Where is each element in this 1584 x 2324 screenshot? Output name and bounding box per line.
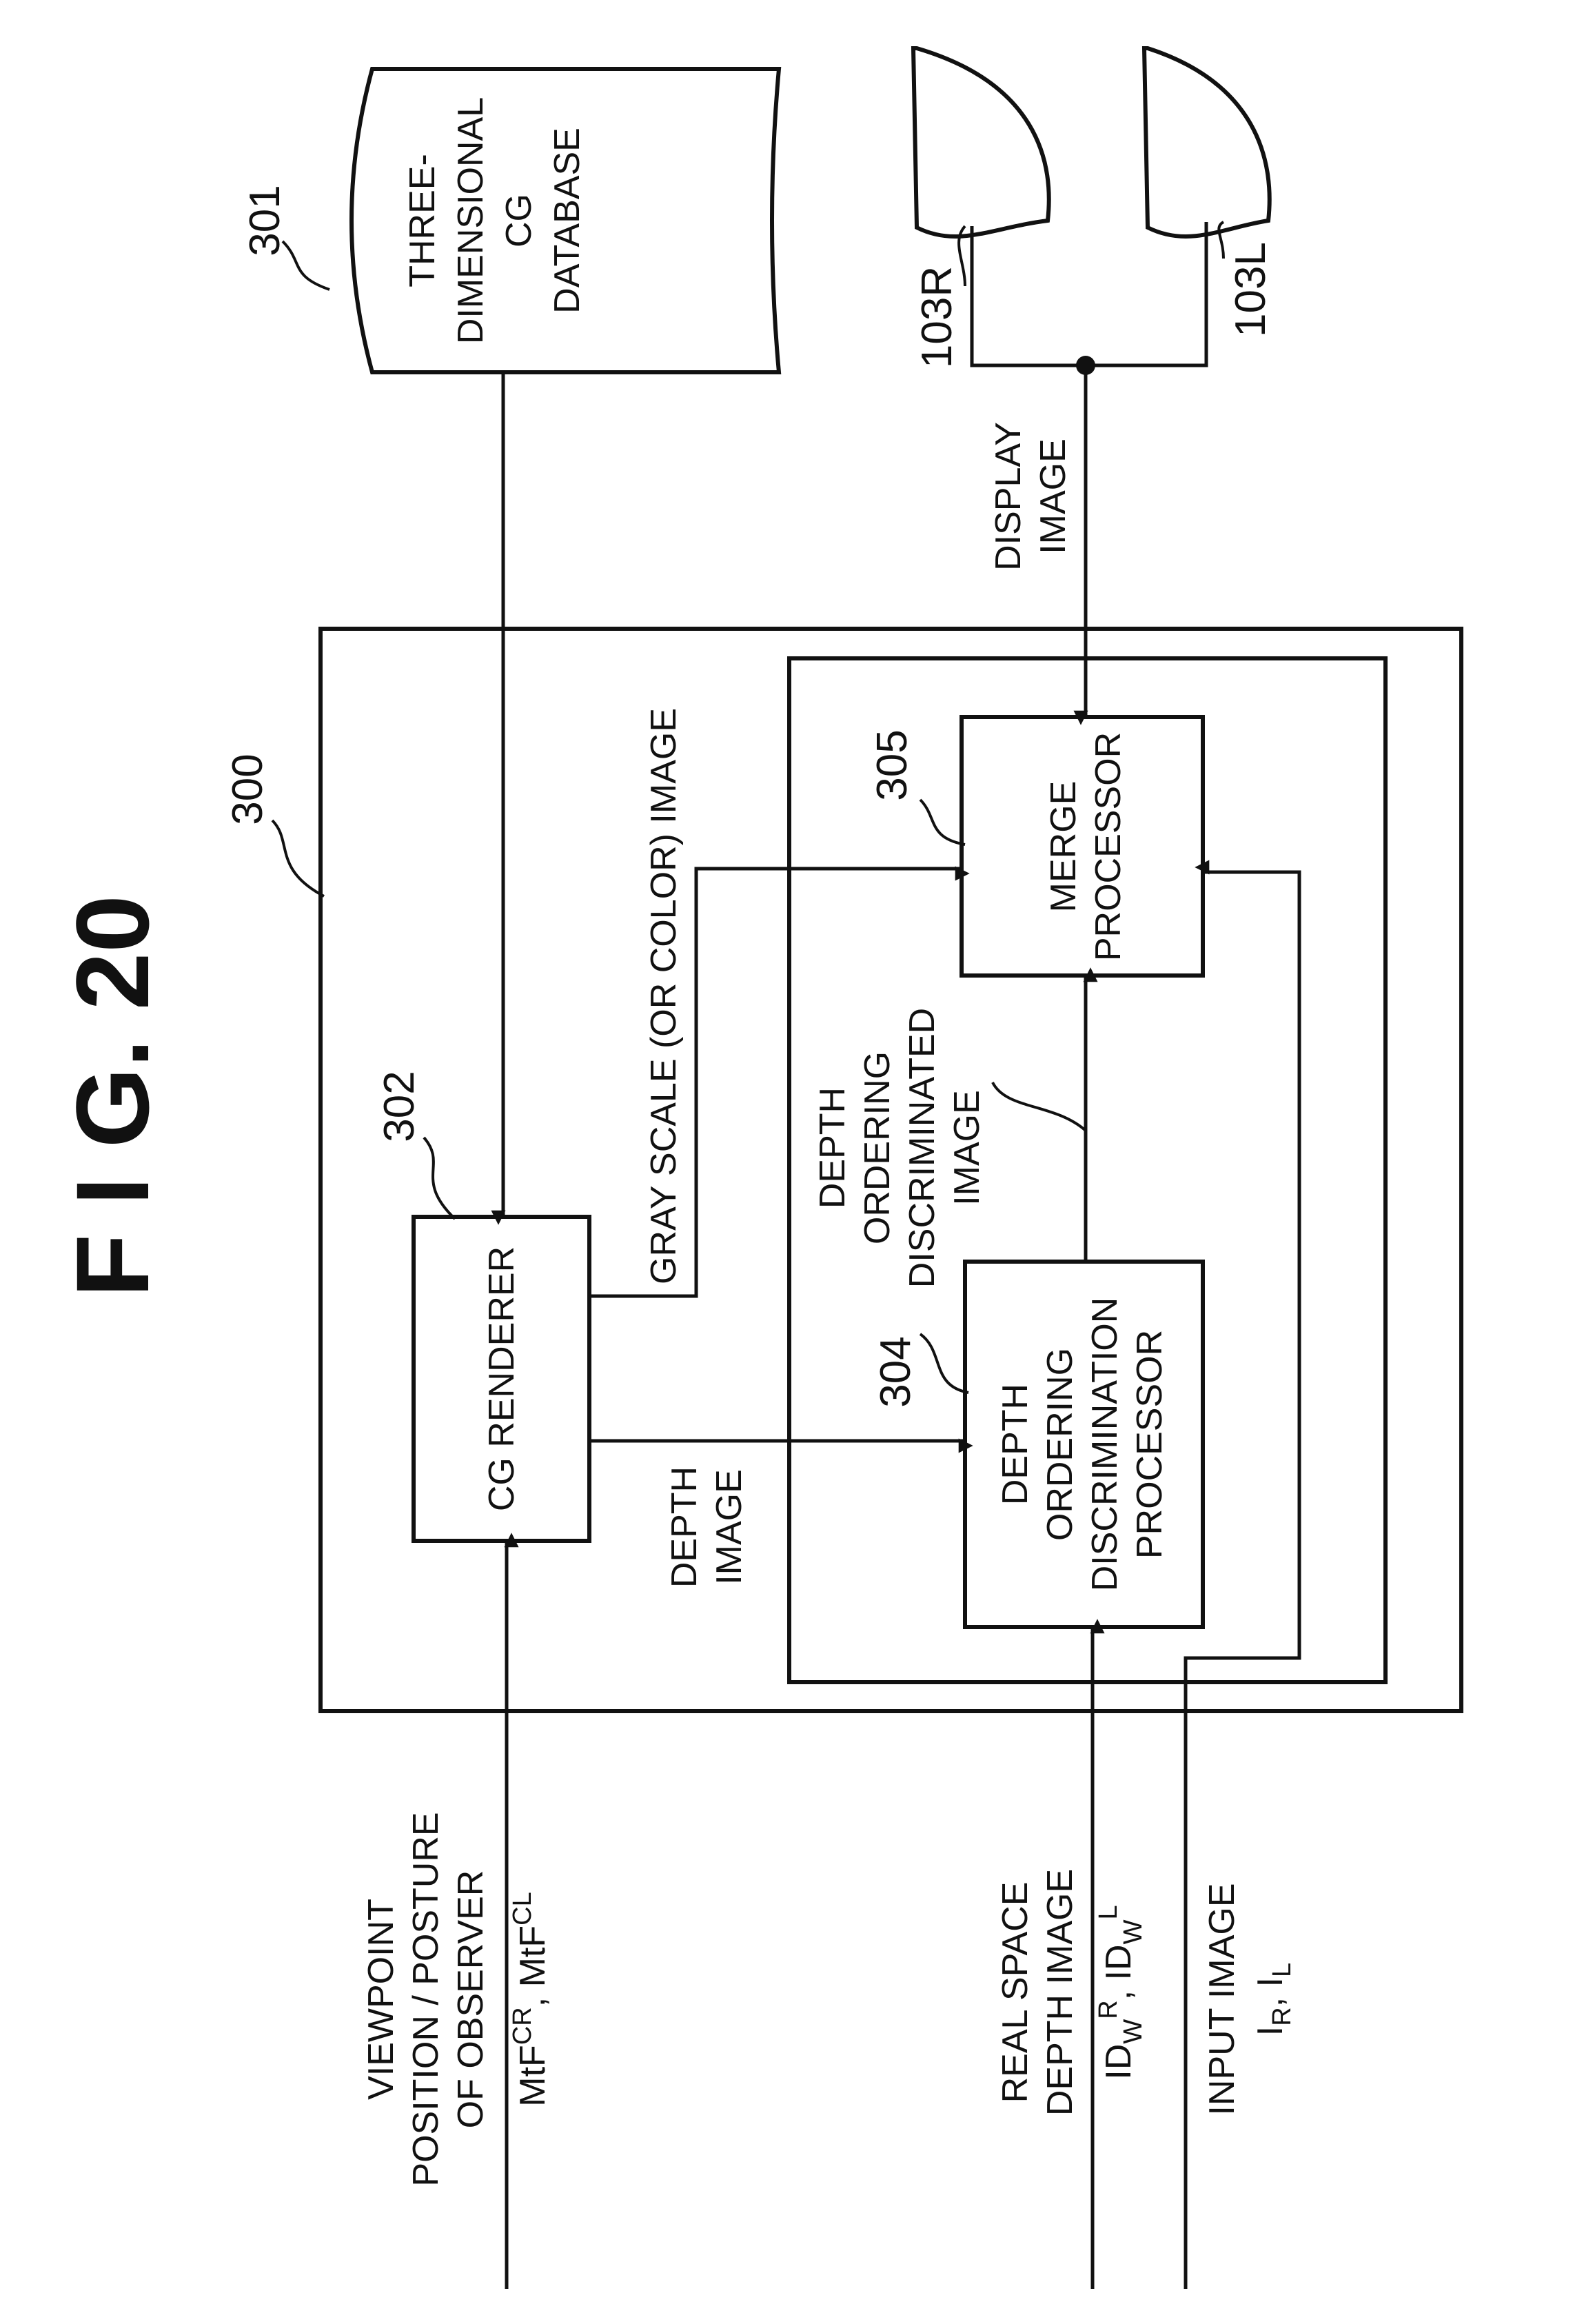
database-line-2: DIMENSIONAL	[451, 97, 491, 344]
display-bus	[972, 222, 1206, 365]
label-discriminated-4: IMAGE	[947, 1090, 987, 1206]
merge-processor-line-1: MERGE	[1044, 781, 1084, 913]
label-input-image-symbols: IR, IL	[1250, 1963, 1297, 2036]
ref-300: 300	[224, 754, 272, 825]
label-depth-image-2: IMAGE	[709, 1469, 749, 1585]
label-viewpoint-3: OF OBSERVER	[451, 1870, 491, 2129]
depth-processor-line-2: ORDERING	[1040, 1348, 1080, 1541]
leader-300	[272, 820, 324, 896]
label-real-space-2: DEPTH IMAGE	[1040, 1869, 1080, 2116]
label-display-image-2: IMAGE	[1033, 438, 1073, 554]
merge-processor-line-2: PROCESSOR	[1088, 732, 1128, 961]
display-left-103l	[1144, 48, 1270, 236]
ref-103l: 103L	[1227, 242, 1275, 337]
figure-title: F I G. 20	[54, 895, 170, 1297]
cg-renderer-label: CG RENDERER	[482, 1246, 522, 1511]
depth-processor-line-1: DEPTH	[995, 1384, 1035, 1505]
label-real-space-symbols: IDWR, IDWL	[1094, 1905, 1148, 2079]
label-gray-scale-image: GRAY SCALE (OR COLOR) IMAGE	[644, 708, 684, 1284]
leader-301	[283, 241, 329, 290]
ref-305: 305	[869, 729, 916, 800]
junction-dot	[1076, 356, 1095, 375]
label-discriminated-3: DISCRIMINATED	[902, 1008, 942, 1288]
label-viewpoint-2: POSITION / POSTURE	[406, 1812, 446, 2186]
ref-103r: 103R	[913, 266, 961, 368]
leader-discriminated	[993, 1082, 1086, 1131]
label-real-space-1: REAL SPACE	[995, 1882, 1035, 2103]
label-viewpoint-1: VIEWPOINT	[361, 1899, 401, 2100]
depth-processor-line-4: PROCESSOR	[1130, 1330, 1170, 1559]
depth-processor-line-3: DISCRIMINATION	[1085, 1297, 1125, 1592]
ref-301: 301	[241, 185, 289, 256]
label-discriminated-2: ORDERING	[857, 1051, 897, 1244]
label-display-image-1: DISPLAY	[988, 422, 1028, 571]
label-depth-image-1: DEPTH	[664, 1466, 704, 1588]
label-viewpoint-symbols: MtFCR, MtFCL	[508, 1892, 553, 2106]
leader-302	[424, 1138, 455, 1219]
ref-304: 304	[872, 1336, 920, 1407]
label-discriminated-1: DEPTH	[813, 1087, 853, 1209]
label-input-image: INPUT IMAGE	[1202, 1883, 1242, 2115]
display-right-103r	[913, 48, 1049, 236]
leader-103l	[1219, 222, 1223, 259]
ref-302: 302	[376, 1071, 423, 1142]
database-line-3: CG	[499, 194, 539, 247]
database-line-1: THREE-	[403, 154, 443, 287]
leader-304	[920, 1334, 968, 1393]
database-line-4: DATABASE	[547, 128, 587, 314]
leader-305	[920, 800, 965, 845]
